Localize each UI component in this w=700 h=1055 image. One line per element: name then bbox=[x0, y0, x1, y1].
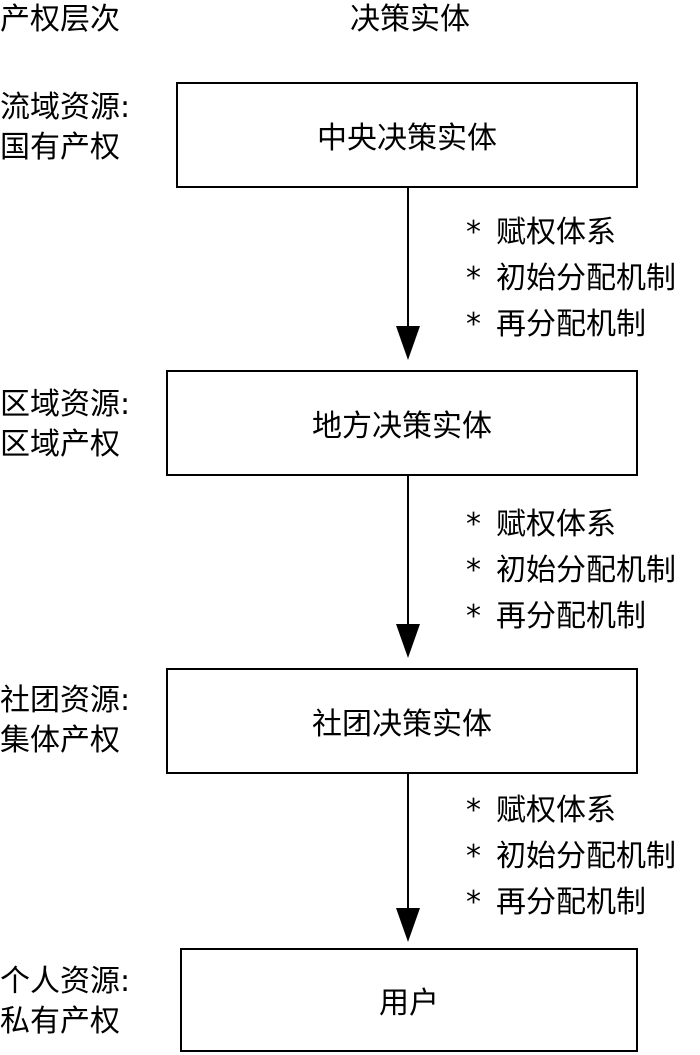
asterisk-bullet-icon: * bbox=[466, 215, 481, 250]
level-right: 区域产权 bbox=[0, 427, 120, 462]
mechanism-list-1: *赋权体系 *初始分配机制 *再分配机制 bbox=[466, 210, 676, 348]
entity-box-local: 地方决策实体 bbox=[166, 370, 638, 476]
level-right: 集体产权 bbox=[0, 723, 120, 758]
mechanism-item: *赋权体系 bbox=[466, 210, 676, 256]
mechanism-item: *初始分配机制 bbox=[466, 548, 676, 594]
asterisk-bullet-icon: * bbox=[466, 261, 481, 296]
level-right: 国有产权 bbox=[0, 130, 120, 165]
asterisk-bullet-icon: * bbox=[466, 553, 481, 588]
asterisk-bullet-icon: * bbox=[466, 839, 481, 874]
mechanism-list-2: *赋权体系 *初始分配机制 *再分配机制 bbox=[466, 502, 676, 640]
level-resource: 区域资源: bbox=[0, 387, 131, 422]
mechanism-item: *初始分配机制 bbox=[466, 834, 676, 880]
arrow-shaft bbox=[407, 188, 409, 328]
mechanism-item: *再分配机制 bbox=[466, 594, 676, 640]
level-resource: 个人资源: bbox=[0, 964, 131, 999]
arrow-shaft bbox=[407, 774, 409, 910]
header-entity: 决策实体 bbox=[350, 2, 470, 37]
asterisk-bullet-icon: * bbox=[466, 599, 481, 634]
arrow-down-2 bbox=[396, 476, 420, 658]
arrow-head-icon bbox=[396, 908, 420, 942]
entity-label: 用户 bbox=[379, 986, 439, 1021]
arrow-down-3 bbox=[396, 774, 420, 942]
level-label-3: 社团资源: 集体产权 bbox=[0, 681, 130, 761]
level-label-4: 个人资源: 私有产权 bbox=[0, 962, 130, 1042]
header-level: 产权层次 bbox=[0, 2, 120, 37]
arrow-shaft bbox=[407, 476, 409, 626]
arrow-head-icon bbox=[396, 326, 420, 360]
entity-box-user: 用户 bbox=[180, 948, 638, 1052]
entity-label: 社团决策实体 bbox=[312, 707, 492, 742]
level-label-1: 流域资源: 国有产权 bbox=[0, 88, 130, 168]
asterisk-bullet-icon: * bbox=[466, 793, 481, 828]
arrow-head-icon bbox=[396, 624, 420, 658]
level-resource: 社团资源: bbox=[0, 683, 131, 718]
entity-label: 地方决策实体 bbox=[312, 409, 492, 444]
mechanism-item: *赋权体系 bbox=[466, 502, 676, 548]
mechanism-item: *赋权体系 bbox=[466, 788, 676, 834]
asterisk-bullet-icon: * bbox=[466, 307, 481, 342]
arrow-down-1 bbox=[396, 188, 420, 360]
entity-box-community: 社团决策实体 bbox=[166, 668, 638, 774]
entity-label: 中央决策实体 bbox=[317, 121, 497, 156]
level-label-2: 区域资源: 区域产权 bbox=[0, 385, 130, 465]
mechanism-list-3: *赋权体系 *初始分配机制 *再分配机制 bbox=[466, 788, 676, 926]
asterisk-bullet-icon: * bbox=[466, 507, 481, 542]
level-right: 私有产权 bbox=[0, 1004, 120, 1039]
entity-box-central: 中央决策实体 bbox=[176, 82, 638, 188]
mechanism-item: *初始分配机制 bbox=[466, 256, 676, 302]
mechanism-item: *再分配机制 bbox=[466, 302, 676, 348]
mechanism-item: *再分配机制 bbox=[466, 880, 676, 926]
asterisk-bullet-icon: * bbox=[466, 885, 481, 920]
level-resource: 流域资源: bbox=[0, 90, 131, 125]
